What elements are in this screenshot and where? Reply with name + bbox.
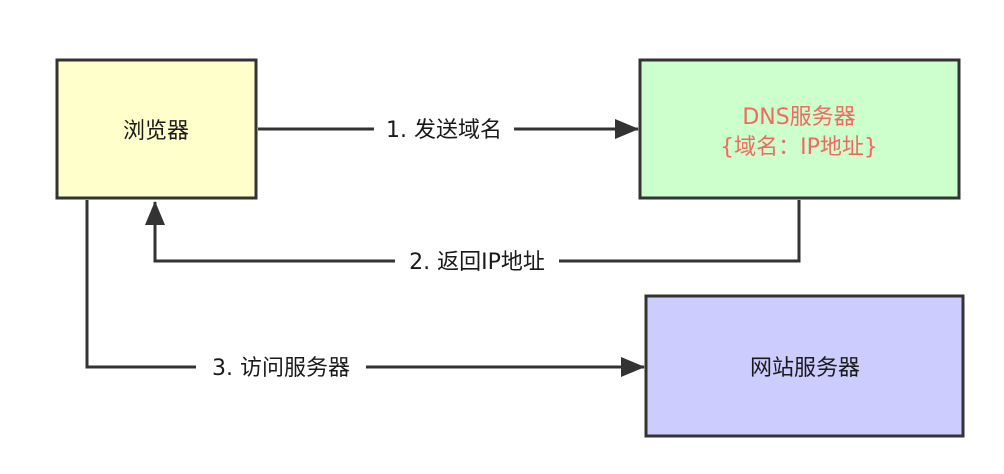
return-ip-label: 2. 返回IP地址 (409, 250, 545, 275)
visit-server-label-bg (196, 351, 366, 383)
visit-server-label: 3. 访问服务器 (212, 356, 350, 381)
browser-label: 浏览器 (123, 119, 189, 144)
dns-server-node (638, 58, 961, 200)
send-domain-label-bg (374, 113, 514, 145)
visit-server-arrow (85, 200, 645, 377)
website-server-label: 网站服务器 (750, 356, 860, 381)
dns-server-title: DNS服务器 (742, 105, 855, 130)
dns-server-record: {域名：IP地址} (720, 135, 878, 160)
browser-node (55, 58, 258, 200)
website-server-node (644, 294, 965, 438)
send-domain-label: 1. 发送域名 (386, 118, 502, 143)
return-ip-label-bg (395, 245, 559, 277)
